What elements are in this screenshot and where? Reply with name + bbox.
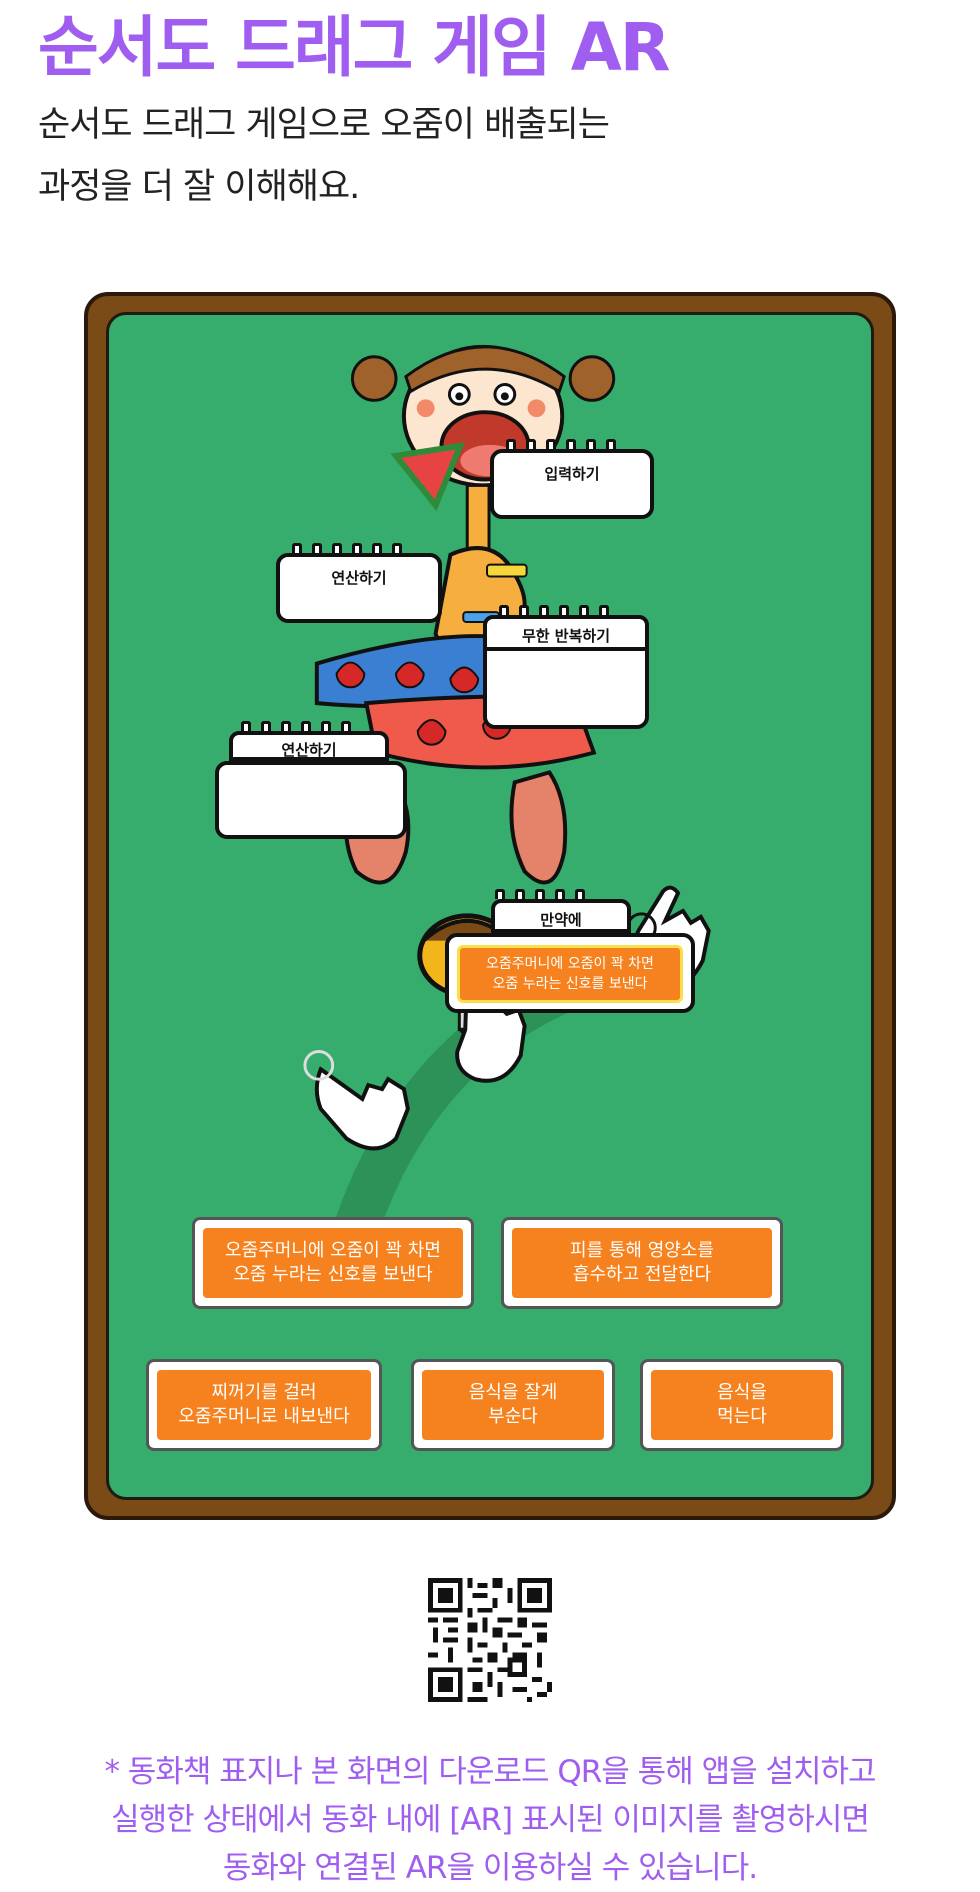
answer-card-line: 음식을 잘게: [468, 1382, 558, 1403]
notice-line-3: 동화와 연결된 AR을 이용하실 수 있습니다.: [222, 1850, 758, 1886]
block-calc-1-label: 연산하기: [276, 553, 442, 623]
notice-line-2: 실행한 상태에서 동화 내에 [AR] 표시된 이미지를 촬영하시면: [111, 1802, 870, 1838]
placed-answer-line-2: 오줌 누라는 신호를 보낸다: [492, 976, 648, 992]
answer-card-line: 찌꺼기를 걸러: [211, 1382, 317, 1403]
answer-card-line: 부순다: [488, 1406, 538, 1427]
placed-answer-card[interactable]: 오줌주머니에 오줌이 꽉 차면 오줌 누라는 신호를 보낸다: [457, 945, 683, 1003]
answer-card-eat-food[interactable]: 음식을 먹는다: [640, 1359, 844, 1451]
loop-drop-slot[interactable]: [483, 651, 649, 729]
answer-card-line: 오줌주머니에 오줌이 꽉 차면: [225, 1240, 441, 1261]
answer-card-line: 음식을: [717, 1382, 767, 1403]
block-if-label: 만약에: [491, 899, 631, 933]
intro-line-2: 과정을 더 잘 이해해요.: [38, 167, 360, 207]
block-calc-2-label: 연산하기: [229, 731, 389, 761]
game-board: 입력하기 연산하기 무한 반복하기 연산하기 만약에 오줌주머니에 오줌이 꽉 …: [106, 312, 874, 1500]
placed-answer-line-1: 오줌주머니에 오줌이 꽉 차면: [486, 956, 654, 972]
page-title: 순서도 드래그 게임 AR: [38, 9, 671, 86]
answer-card-line: 피를 통해 영양소를: [570, 1240, 714, 1261]
block-calc-1: 연산하기: [276, 543, 442, 623]
calc-drop-slot[interactable]: [215, 761, 407, 839]
answer-card-line: 오줌주머니로 내보낸다: [178, 1406, 350, 1427]
answer-card-urine-signal[interactable]: 오줌주머니에 오줌이 꽉 차면 오줌 누라는 신호를 보낸다: [192, 1217, 474, 1309]
block-calc-2: 연산하기: [215, 721, 407, 839]
game-board-frame: 입력하기 연산하기 무한 반복하기 연산하기 만약에 오줌주머니에 오줌이 꽉 …: [84, 292, 896, 1520]
block-input: 입력하기: [490, 439, 654, 519]
answer-card-filter-waste[interactable]: 찌꺼기를 걸러 오줌주머니로 내보낸다: [146, 1359, 382, 1451]
answer-card-line: 흡수하고 전달한다: [572, 1264, 712, 1285]
intro-text: 순서도 드래그 게임으로 오줌이 배출되는 과정을 더 잘 이해해요.: [38, 94, 610, 218]
block-input-label: 입력하기: [490, 449, 654, 519]
block-loop-label: 무한 반복하기: [483, 615, 649, 651]
notice-line-1: * 동화책 표지나 본 화면의 다운로드 QR을 통해 앱을 설치하고: [104, 1754, 876, 1790]
answer-card-line: 오줌 누라는 신호를 보낸다: [233, 1264, 433, 1285]
if-drop-slot[interactable]: 오줌주머니에 오줌이 꽉 차면 오줌 누라는 신호를 보낸다: [445, 933, 695, 1013]
block-if: 만약에 오줌주머니에 오줌이 꽉 차면 오줌 누라는 신호를 보낸다: [445, 889, 695, 1013]
block-loop: 무한 반복하기: [483, 605, 649, 729]
answer-card-line: 먹는다: [717, 1406, 767, 1427]
answer-card-blood-nutrients[interactable]: 피를 통해 영양소를 흡수하고 전달한다: [501, 1217, 783, 1309]
download-qr-code[interactable]: [428, 1578, 552, 1702]
ar-usage-notice: * 동화책 표지나 본 화면의 다운로드 QR을 통해 앱을 설치하고 실행한 …: [0, 1748, 980, 1892]
answer-card-chew-food[interactable]: 음식을 잘게 부순다: [411, 1359, 615, 1451]
intro-line-1: 순서도 드래그 게임으로 오줌이 배출되는: [38, 105, 610, 145]
